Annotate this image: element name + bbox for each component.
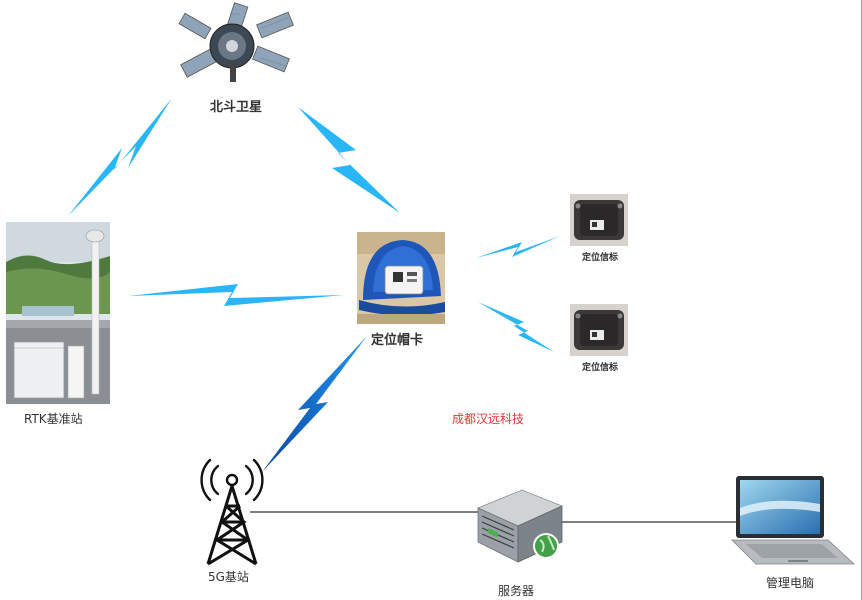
wireless-link-satellite-helmet (298, 107, 400, 213)
wireless-link-rtk-helmet (128, 284, 344, 306)
wireless-link-rtk-satellite (68, 98, 172, 216)
satellite-label: 北斗卫星 (210, 100, 263, 115)
server-icon (476, 489, 564, 563)
company-name: 成都汉远科技 (452, 412, 525, 426)
antenna-tower-icon (200, 458, 264, 566)
helmet-icon (357, 232, 445, 324)
wireless-link-helmet-beacon-top (476, 236, 560, 258)
laptop-icon (731, 476, 856, 565)
wireless-link-helmet-beacon-bottom (478, 302, 554, 352)
server-label: 服务器 (498, 584, 535, 598)
wireless-link-helmet-tower (262, 336, 367, 472)
beacon-top-label: 定位信标 (582, 253, 619, 263)
beacon-device-icon-bottom (570, 304, 628, 356)
helmet-label: 定位帽卡 (371, 333, 424, 348)
beacon-bottom-label: 定位信标 (582, 363, 619, 373)
beacon-device-icon-top (570, 194, 628, 246)
satellite-icon (178, 2, 294, 82)
rtk-label: RTK基准站 (24, 412, 83, 426)
rtk-station-photo (6, 222, 110, 404)
laptop-label: 管理电脑 (766, 576, 815, 590)
tower-label: 5G基站 (208, 570, 249, 584)
